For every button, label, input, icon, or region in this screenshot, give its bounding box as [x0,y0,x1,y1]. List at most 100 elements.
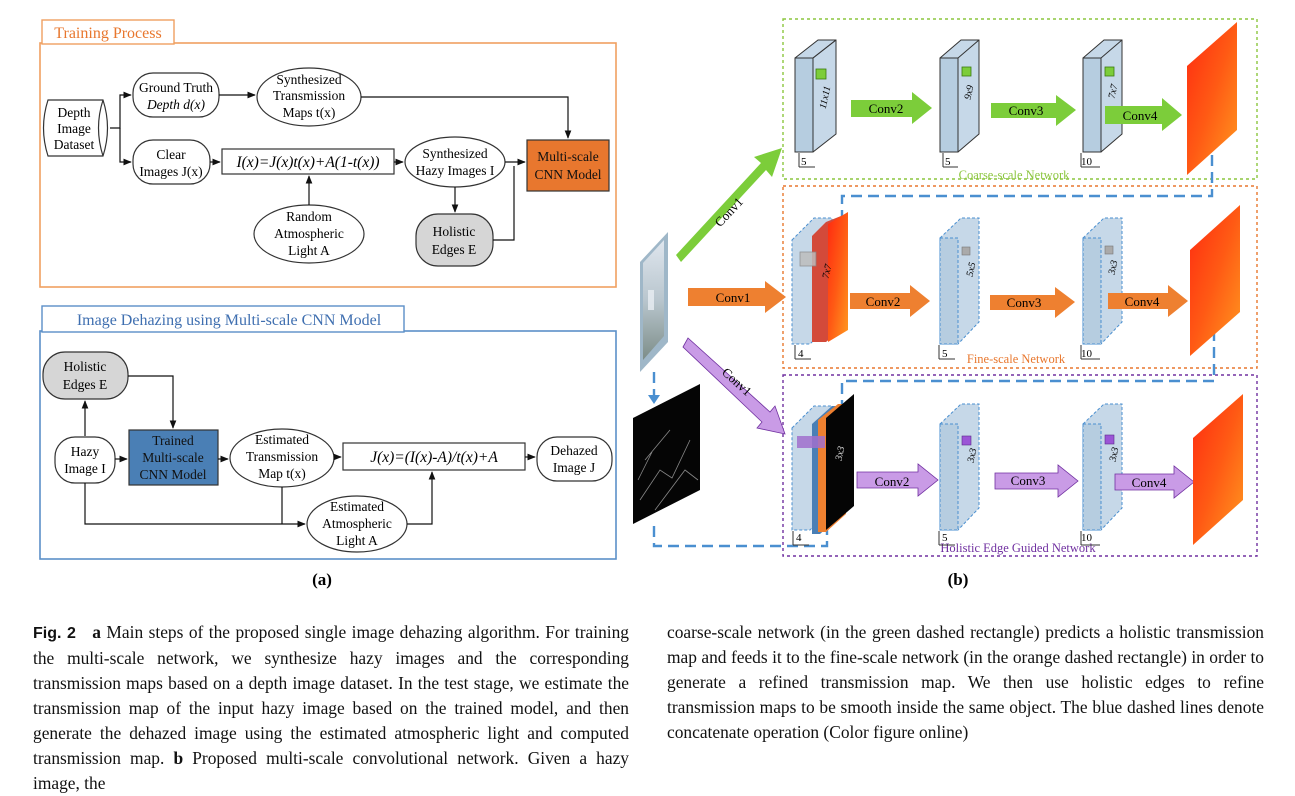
svg-text:Ground Truth: Ground Truth [139,80,213,95]
caption-right: coarse-scale network (in the green dashe… [667,622,1264,742]
svg-text:CNN Model: CNN Model [534,167,601,182]
network-panel: Coarse-scale Network Fine-scale Network … [633,18,1258,589]
multiscale-cnn-model-node: Multi-scale CNN Model [526,139,610,192]
svg-text:Conv1: Conv1 [716,290,751,305]
svg-text:5: 5 [942,348,948,360]
edge-conv3-arrow: Conv3 [994,464,1079,498]
svg-text:Map t(x): Map t(x) [258,466,306,481]
svg-text:Transmission: Transmission [273,88,346,103]
training-connectors [110,91,572,241]
svg-text:5x5: 5x5 [965,261,979,277]
svg-text:Image: Image [57,121,91,136]
svg-text:10: 10 [1081,532,1093,544]
svg-text:5: 5 [942,532,948,544]
dehaze-holistic-edges-node: Holistic Edges E [42,351,129,400]
svg-text:3x3: 3x3 [965,447,979,464]
svg-text:5: 5 [801,156,807,168]
svg-text:Conv4: Conv4 [1132,475,1167,490]
synthesized-transmission-node: Synthesized Transmission Maps t(x) [256,67,362,127]
fine-layer-3: 3x3 10 [1080,217,1123,360]
svg-text:Conv4: Conv4 [1125,294,1160,309]
svg-text:11x11: 11x11 [818,85,834,110]
clear-images-node: Clear Images J(x) [132,139,211,185]
svg-text:Images J(x): Images J(x) [139,164,202,179]
fine-network-title: Fine-scale Network [967,352,1066,366]
trained-model-node: Trained Multi-scale CNN Model [128,429,219,486]
panel-a-label: (a) [312,570,332,589]
svg-text:4: 4 [798,348,804,360]
edge-network-box [782,374,1258,557]
svg-text:Holistic: Holistic [64,359,107,374]
svg-text:Conv2: Conv2 [869,101,904,116]
svg-text:Multi-scale: Multi-scale [142,450,203,465]
edge-layer-2: 3x3 5 [938,403,980,546]
svg-text:3x3: 3x3 [1106,259,1120,276]
svg-text:9x9: 9x9 [963,84,977,100]
fine-layer-1: 7x7 4 [791,212,848,360]
edge-row: 3x3 4 Conv2 3x3 5 Conv3 [791,394,1243,546]
fine-layer-2: 5x5 5 [938,217,980,360]
figure: Training Process Depth Image Dataset Gro… [39,18,1258,589]
dehazing-title: Image Dehazing using Multi-scale CNN Mod… [77,312,382,329]
coarse-layer-1: 11x11 5 [794,39,837,168]
fine-conv4-arrow: Conv4 [1108,285,1188,317]
random-light-node: Random Atmospheric Light A [253,204,365,264]
svg-text:Synthesized: Synthesized [422,146,487,161]
svg-text:Light A: Light A [336,533,378,548]
svg-text:Atmospheric: Atmospheric [274,226,344,241]
svg-text:Depth: Depth [58,105,91,120]
svg-text:Dataset: Dataset [54,137,95,152]
svg-text:Edges E: Edges E [432,242,477,257]
fine-network-box [782,185,1258,369]
svg-text:Holistic: Holistic [433,224,476,239]
coarse-layer-2: 9x9 5 [939,39,980,168]
coarse-network-box [782,18,1258,180]
coarse-conv4-arrow: Conv4 [1105,98,1182,131]
svg-text:Trained: Trained [152,433,194,448]
input-hazy-image [640,232,668,372]
svg-text:J(x)=(I(x)-A)/t(x)+A: J(x)=(I(x)-A)/t(x)+A [370,449,498,466]
svg-text:Dehazed: Dehazed [550,443,597,458]
svg-text:Random: Random [286,209,332,224]
svg-text:10: 10 [1081,348,1093,360]
edge-layer-3: 3x3 10 [1080,403,1123,546]
svg-text:CNN Model: CNN Model [139,467,206,482]
svg-text:Maps t(x): Maps t(x) [283,105,336,120]
caption-left: Fig. 2 a Main steps of the proposed sing… [33,622,629,793]
coarse-layer-3: 7x7 10 [1080,39,1123,168]
svg-text:Clear: Clear [156,147,186,162]
edge-conv2-arrow: Conv2 [856,463,939,497]
fine-conv3-arrow: Conv3 [990,287,1075,318]
dehazing-equation-box: J(x)=(I(x)-A)/t(x)+A [342,442,526,471]
svg-text:Estimated: Estimated [330,499,384,514]
fine-transmission-map [1190,205,1240,356]
synthesized-hazy-node: Synthesized Hazy Images I [404,136,506,188]
dehazed-image-node: Dehazed Image J [536,436,613,482]
svg-text:10: 10 [1081,156,1093,168]
svg-text:Depth d(x): Depth d(x) [146,97,206,112]
edge-conv4-arrow: Conv4 [1114,465,1195,499]
svg-text:Conv4: Conv4 [1123,108,1158,123]
figure-number: Fig. 2 [33,625,76,642]
svg-text:Conv3: Conv3 [1009,103,1044,118]
training-title: Training Process [54,25,161,42]
svg-text:Conv3: Conv3 [1007,295,1042,310]
svg-text:Transmission: Transmission [246,449,319,464]
dehazing-panel: Image Dehazing using Multi-scale CNN Mod… [39,305,617,589]
training-process-panel: Training Process Depth Image Dataset Gro… [39,19,617,288]
svg-text:3x3: 3x3 [1107,446,1121,463]
coarse-transmission-map [1187,22,1237,175]
svg-text:Estimated: Estimated [255,432,309,447]
dehazing-connectors [81,375,536,528]
coarse-network-title: Coarse-scale Network [959,168,1070,182]
svg-text:I(x)=J(x)t(x)+A(1-t(x)): I(x)=J(x)t(x)+A(1-t(x)) [235,154,379,171]
svg-text:3x3: 3x3 [833,445,847,462]
edge-network-title: Holistic Edge Guided Network [940,541,1096,555]
svg-text:Atmospheric: Atmospheric [322,516,392,531]
conv1-arrow-up: Conv1 [676,148,782,262]
svg-text:Light A: Light A [288,243,330,258]
svg-text:Synthesized: Synthesized [276,72,341,87]
fine-conv2-arrow: Conv2 [850,285,930,317]
estimated-light-node: Estimated Atmospheric Light A [306,495,408,553]
fine-row: 7x7 4 Conv2 5x5 5 Conv3 [791,205,1240,360]
